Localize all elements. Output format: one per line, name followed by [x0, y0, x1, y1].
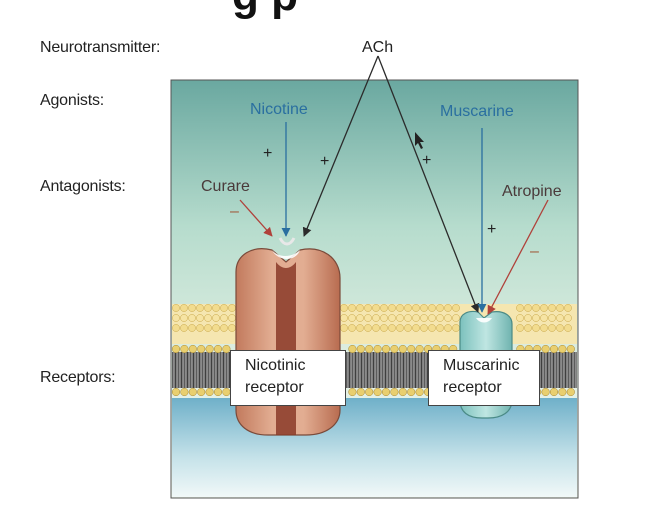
plus-sign-ach-nicotinic: +	[320, 153, 330, 170]
muscarinic-receptor-label: Muscarinic receptor	[428, 350, 540, 406]
antagonist-curare: Curare	[201, 178, 250, 195]
neurotransmitter-ach: ACh	[362, 39, 394, 56]
agonist-nicotine: Nicotine	[250, 101, 308, 118]
muscarinic-label-line1: Muscarinic	[443, 357, 520, 374]
cursor-icon	[415, 132, 424, 149]
plus-sign-nicotine: +	[263, 145, 273, 162]
nicotinic-label-line2: receptor	[245, 379, 304, 396]
curare-arrow	[239, 199, 273, 237]
ach-arrow-muscarinic	[377, 55, 480, 313]
membrane-upper-heads	[172, 304, 572, 332]
muscarinic-label-line2: receptor	[443, 379, 502, 396]
label-agonists: Agonists:	[40, 92, 105, 109]
plus-sign-muscarine: +	[487, 221, 497, 238]
nicotinic-label-line1: Nicotinic	[245, 357, 306, 374]
label-neurotransmitter: Neurotransmitter:	[40, 39, 161, 56]
plus-sign-ach-muscarinic: +	[422, 152, 432, 169]
label-antagonists: Antagonists:	[40, 178, 126, 195]
cytoplasm	[172, 398, 577, 497]
agonist-muscarine: Muscarine	[440, 103, 514, 120]
ach-arrow-nicotinic	[302, 55, 379, 237]
atropine-arrow	[487, 199, 549, 315]
antagonist-atropine: Atropine	[502, 183, 562, 200]
title-fragment: g p	[232, 0, 298, 18]
nicotinic-receptor-label: Nicotinic receptor	[230, 350, 346, 406]
minus-sign-atropine: –	[530, 243, 539, 260]
minus-sign-curare: –	[230, 203, 239, 220]
label-receptors: Receptors:	[40, 369, 116, 386]
